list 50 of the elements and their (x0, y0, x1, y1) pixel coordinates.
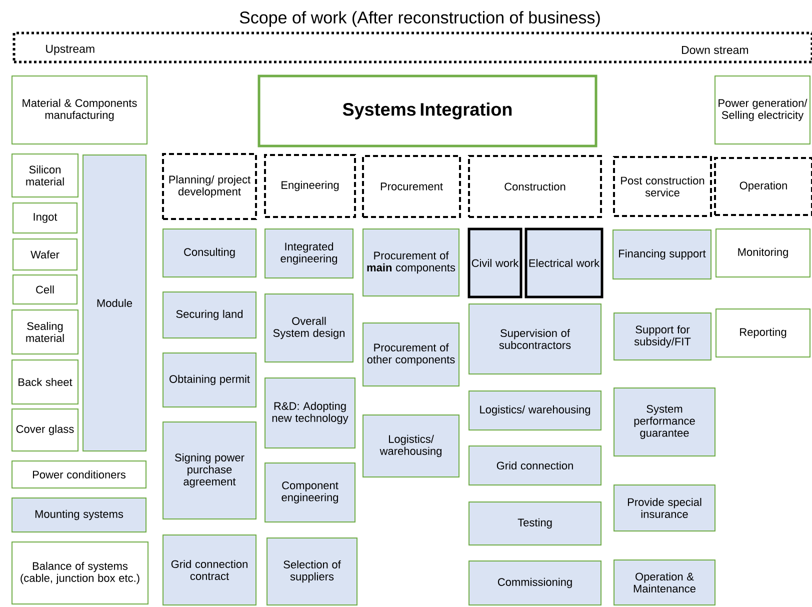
shaded-box: Securing land (162, 291, 256, 338)
dashed-header-box: Engineering (264, 154, 356, 218)
shaded-box: Consulting (162, 228, 256, 278)
plain-box: Cover glass (12, 408, 78, 452)
shaded-box: Support for subsidy/FIT (614, 312, 712, 360)
shaded-box: Signing power purchase agreement (162, 421, 256, 520)
shaded-box: Provide special insurance (614, 484, 716, 532)
plain-box: Sealing material (12, 309, 78, 354)
shaded-box: Mounting systems (12, 497, 146, 532)
shaded-box: Logistics/ warehousing (362, 414, 460, 478)
plain-box: Material & Components manufacturing (12, 76, 148, 144)
plain-box: Ingot (12, 202, 78, 234)
shaded-box: Grid connection (468, 445, 602, 486)
dashed-header-box: Post construction service (613, 156, 712, 217)
plain-box: Cell (12, 274, 78, 304)
plain-box: Reporting (716, 308, 810, 358)
plain-box: Back sheet (12, 359, 78, 404)
shaded-box: Grid connection contract (162, 534, 256, 606)
dashed-header-box: Construction (468, 155, 602, 218)
shaded-box: System performance guarantee (614, 388, 716, 456)
shaded-box: R&D: Adopting new technology (264, 377, 356, 448)
dashed-header-box: Operation (714, 157, 812, 216)
shaded-box: Logistics/ warehousing (468, 390, 602, 430)
shaded-box: Component engineering (264, 462, 356, 522)
band-label: Upstream (46, 44, 94, 56)
title: Scope of work (After reconstruction of business) (240, 11, 600, 27)
shaded-box: Procurement of main components (362, 228, 460, 296)
shaded-box: Module (82, 154, 146, 452)
shaded-box: Procurement of other components (362, 322, 460, 386)
plain-box: Power generation/ Selling electricity (714, 76, 810, 144)
bold-box: Electrical work (524, 228, 604, 298)
shaded-box: Overall System design (264, 293, 354, 362)
plain-box: Wafer (12, 238, 78, 270)
dashed-header-box: Procurement (362, 155, 461, 218)
shaded-box: Selection of suppliers (266, 537, 358, 606)
plain-box: Power conditioners (12, 460, 146, 488)
highlight-box: Systems Integration (258, 74, 598, 148)
bold-box: Civil work (468, 228, 522, 298)
band-label: Down stream (682, 46, 748, 54)
plain-box: Monitoring (716, 228, 810, 278)
shaded-box: Financing support (612, 229, 712, 280)
plain-box: Silicon material (12, 154, 78, 198)
plain-box: Balance of systems (cable, junction box etc.) (12, 541, 148, 604)
shaded-box: Supervision of subcontractors (468, 304, 602, 374)
shaded-box: Obtaining permit (162, 352, 256, 408)
shaded-box: Testing (468, 501, 602, 546)
shaded-box: Integrated engineering (264, 228, 354, 278)
shaded-box: Operation & Maintenance (614, 559, 716, 606)
shaded-box: Commissioning (468, 560, 602, 606)
dashed-header-box: Planning/ project development (162, 153, 257, 220)
